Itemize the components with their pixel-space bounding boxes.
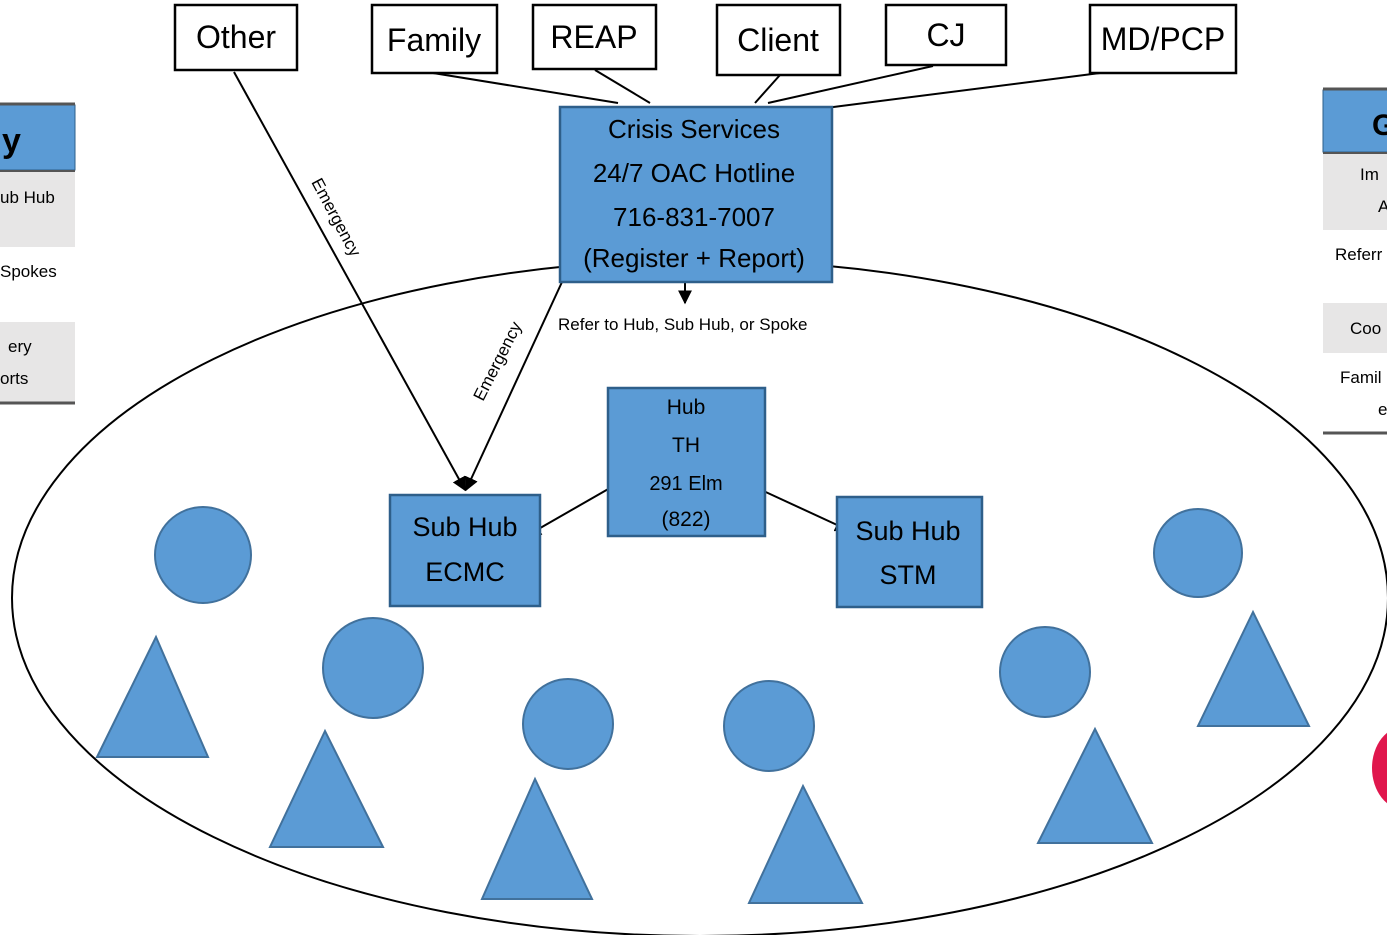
spoke-body-5 [1036,726,1154,844]
left-panel-head-text: y [2,122,21,160]
source-label-family: Family [387,22,481,58]
emergency-arrow-other [233,71,466,492]
subhub-stm-line1: Sub Hub [855,516,960,546]
crisis-line2: 24/7 OAC Hotline [593,158,795,188]
source-box-reap: REAP [531,3,658,71]
crisis-line3: 716-831-7007 [613,202,775,232]
subhub-ecmc-line1: Sub Hub [412,512,517,542]
source-label-reap: REAP [550,19,637,55]
crisis-services-box: Crisis Services 24/7 OAC Hotline 716-831… [558,105,834,284]
spoke-body-3 [480,776,594,900]
connector-mdpcp [809,72,1101,111]
hub-line2: TH [672,434,700,457]
spoke-body-4 [747,783,864,904]
spoke-body-1 [95,634,210,758]
connector-reap [594,69,651,104]
spoke-head-5 [999,626,1091,718]
connector-cj [767,65,934,104]
crisis-line4: (Register + Report) [583,243,805,273]
right-panel-row1a-text: Im [1360,165,1379,184]
source-box-mdpcp: MD/PCP [1088,3,1238,75]
hub-to-ecmc-arrow [526,487,611,536]
right-panel-row3 [1323,303,1387,353]
spoke-head-6 [1153,508,1243,598]
connector-family [432,72,619,104]
hub-line3: 291 Elm [649,473,722,495]
right-panel-head-text: G [1372,109,1387,142]
spoke-head-2 [322,617,424,719]
emergency-label-crisis: Emergency [470,318,526,404]
spoke-head-3 [522,678,614,770]
source-label-cj: CJ [926,17,965,53]
left-legend-panel: y ub Hub Spokes ery orts [0,102,76,405]
spoke-figures [95,506,1311,904]
right-panel-row1 [1323,154,1387,230]
source-label-other: Other [196,19,276,55]
source-box-client: Client [715,3,842,77]
left-panel-row1-text: ub Hub [0,188,55,207]
hub-line1: Hub [667,396,706,419]
source-label-client: Client [737,22,819,58]
subhub-ecmc-line2: ECMC [425,557,505,587]
subhub-ecmc-box: Sub Hub ECMC [388,493,542,608]
hub-line4: (822) [661,508,710,531]
subhub-stm-line2: STM [880,560,937,590]
right-panel-row3-text: Coo [1350,319,1381,338]
spoke-body-6 [1196,609,1311,727]
source-box-cj: CJ [884,3,1008,67]
subhub-stm-box: Sub Hub STM [835,495,984,609]
hub-to-stm-arrow [756,487,850,532]
right-panel-row1b-text: A [1378,197,1387,216]
spoke-head-1 [154,506,252,604]
hub-box: Hub TH 291 Elm (822) [606,386,767,538]
left-panel-row1 [0,172,75,247]
right-panel-row4b-text: e [1378,400,1387,419]
connector-client [754,74,781,104]
left-panel-row3a-text: ery [8,337,32,356]
emergency-label-other: Emergency [307,175,364,260]
source-box-other: Other [173,3,299,72]
red-accent-shape [1372,732,1387,804]
right-panel-row4a-text: Famil [1340,368,1382,387]
left-panel-row3b-text: orts [0,369,28,388]
source-label-mdpcp: MD/PCP [1101,21,1225,57]
left-panel-row3 [0,322,75,402]
crisis-line1: Crisis Services [608,114,780,144]
spoke-body-2 [268,728,385,848]
left-panel-row2-text: Spokes [0,262,57,281]
right-legend-panel: G Im A Referr Coo Famil e [1322,87,1387,435]
source-connectors [432,65,1101,111]
right-panel-row2-text: Referr [1335,245,1383,264]
spoke-head-4 [723,680,815,772]
source-box-family: Family [370,3,499,75]
refer-note: Refer to Hub, Sub Hub, or Spoke [558,315,807,334]
emergency-arrow-crisis [464,281,563,492]
